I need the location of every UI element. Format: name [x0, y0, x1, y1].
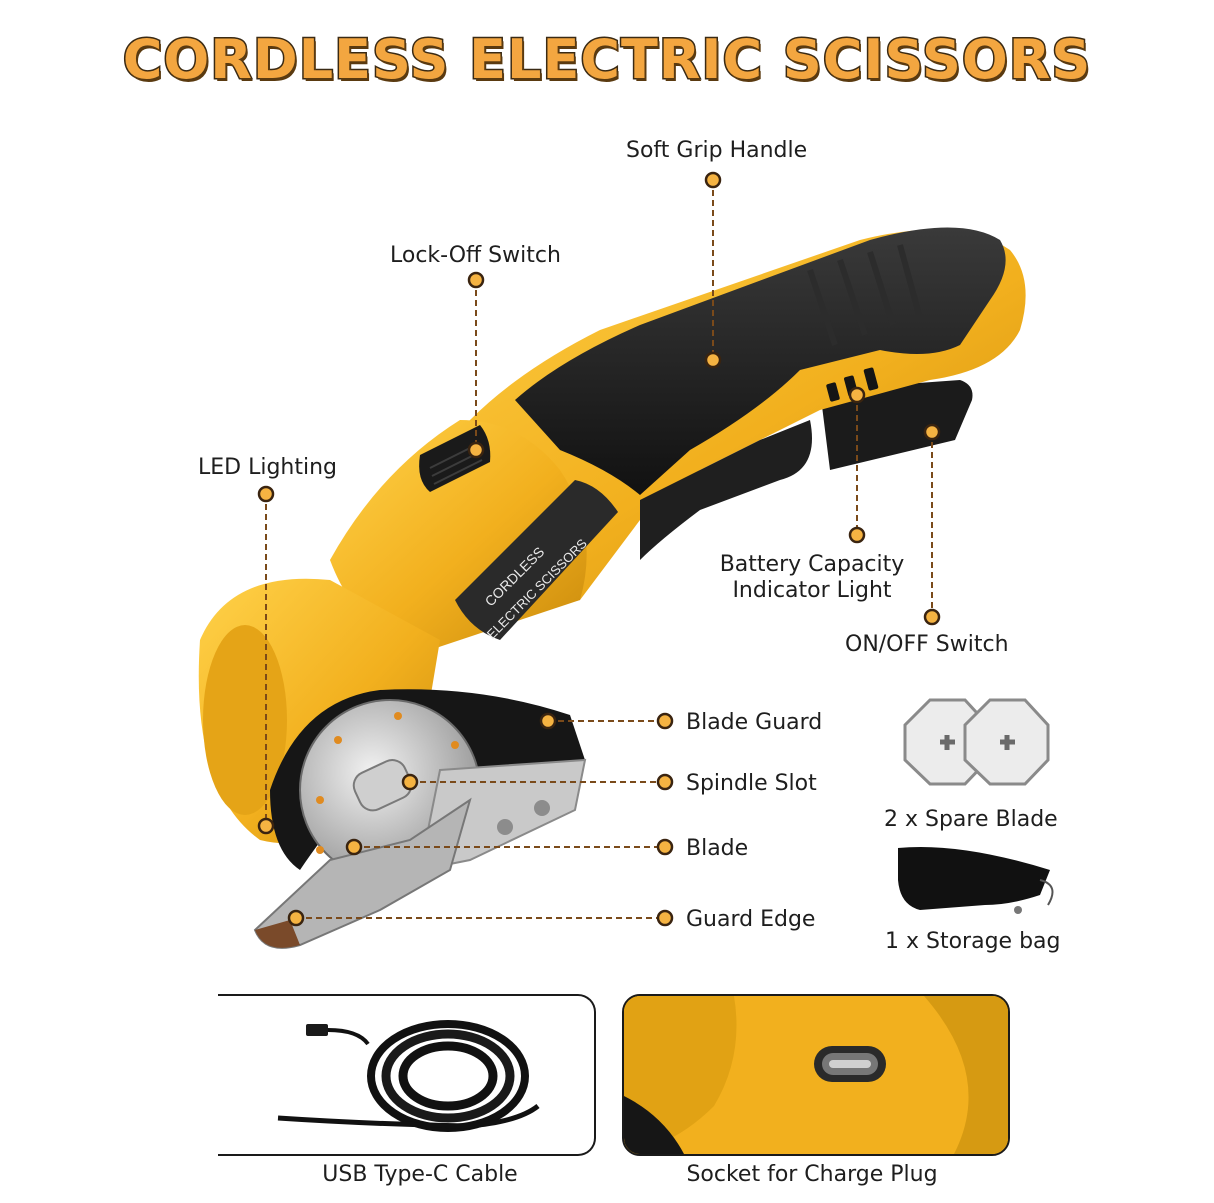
callout-dot — [923, 608, 941, 626]
callout-blade: Blade — [686, 836, 749, 861]
callout-battery-line1: Battery Capacity — [719, 552, 905, 577]
callout-battery-indicator: Battery Capacity Indicator Light — [712, 552, 912, 604]
socket-panel — [622, 994, 1010, 1156]
page-title: CORDLESS ELECTRIC SCISSORS — [121, 27, 1092, 93]
callout-dot — [704, 171, 722, 189]
cable-panel — [218, 994, 596, 1156]
label-plate — [455, 480, 618, 640]
callout-on-off-switch: ON/OFF Switch — [845, 632, 1009, 657]
charge-socket-image — [624, 996, 1008, 1154]
callout-dot — [467, 271, 485, 289]
callout-dot — [401, 773, 419, 791]
lock-off-switch — [419, 425, 491, 492]
cable-caption: USB Type-C Cable — [322, 1162, 518, 1187]
battery-indicator — [826, 367, 879, 402]
callout-dot — [704, 351, 722, 369]
callout-dot — [656, 838, 674, 856]
callout-dot — [656, 909, 674, 927]
callout-dot — [848, 386, 866, 404]
callout-dot — [467, 441, 485, 459]
callout-blade-guard: Blade Guard — [686, 710, 823, 735]
socket-caption: Socket for Charge Plug — [686, 1162, 938, 1187]
callout-dot — [345, 838, 363, 856]
callout-dot — [539, 712, 557, 730]
callout-dot — [287, 909, 305, 927]
callout-dot — [656, 773, 674, 791]
callout-lock-off-switch: Lock-Off Switch — [390, 243, 561, 268]
callout-dot — [257, 817, 275, 835]
callout-battery-line2: Indicator Light — [732, 578, 892, 603]
callout-dot — [923, 423, 941, 441]
callout-led-lighting: LED Lighting — [198, 455, 338, 480]
storage-bag-label: 1 x Storage bag — [885, 929, 1061, 954]
callout-dot — [848, 526, 866, 544]
callout-spindle-slot: Spindle Slot — [686, 771, 817, 796]
usb-cable-image — [277, 1020, 540, 1132]
callout-dot — [257, 485, 275, 503]
storage-bag-image — [898, 846, 1054, 914]
callout-guard-edge: Guard Edge — [686, 907, 816, 932]
callout-dot — [656, 712, 674, 730]
spindle-slot — [352, 759, 413, 812]
callout-soft-grip-handle: Soft Grip Handle — [626, 138, 808, 163]
spare-blades-image — [903, 698, 1050, 786]
spare-blade-label: 2 x Spare Blade — [884, 807, 1058, 832]
